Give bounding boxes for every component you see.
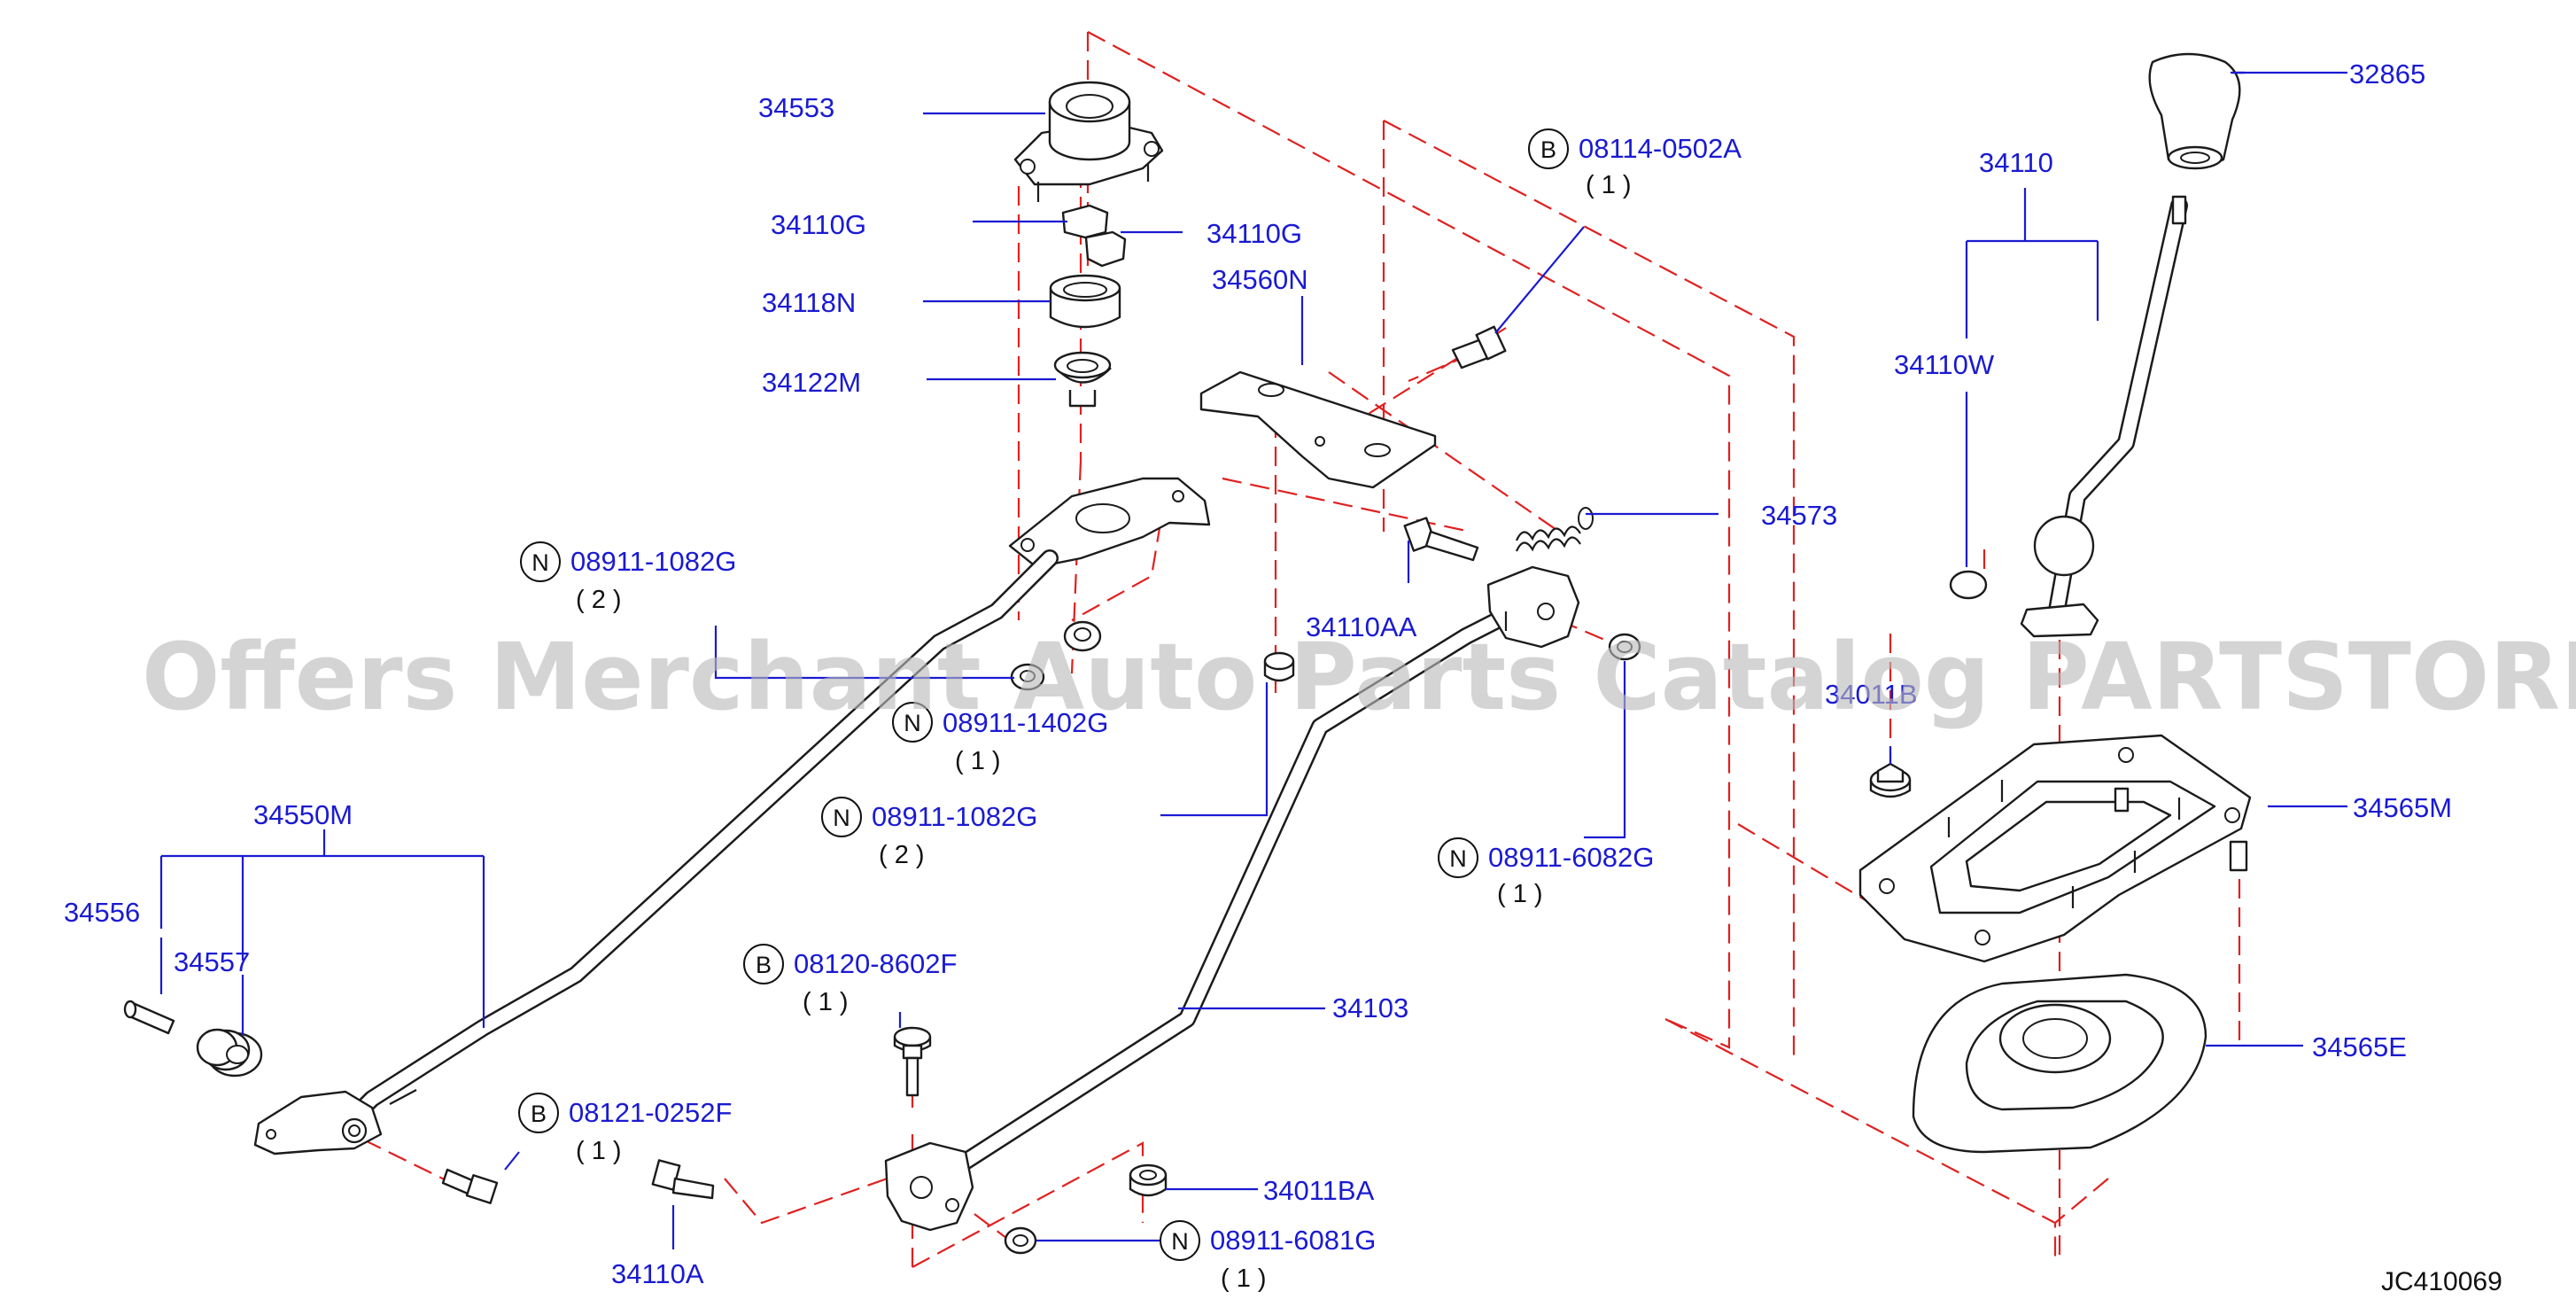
part-34103-lower-clevis	[884, 1141, 974, 1232]
part-34110G-clips	[1061, 204, 1127, 268]
symbol-nut-08911-1082G-a: N	[520, 541, 561, 582]
qty-08911-1082G-b: ( 2 )	[879, 841, 925, 869]
part-34557-bushing	[196, 1028, 263, 1078]
part-34560N-bracket	[1199, 370, 1437, 489]
label-34011B[interactable]: 34011B	[1825, 679, 1918, 710]
qty-08121-0252F: ( 1 )	[576, 1137, 622, 1165]
label-34118N[interactable]: 34118N	[762, 287, 856, 318]
part-34565E-boot	[1912, 973, 2207, 1154]
part-34565M-base	[1858, 734, 2252, 963]
part-34118N-bushing	[1049, 274, 1121, 329]
label-34557[interactable]: 34557	[174, 946, 250, 977]
qty-08911-1082G-a: ( 2 )	[576, 586, 622, 614]
svg-text:N: N	[904, 710, 921, 736]
part-32865-knob	[2148, 52, 2241, 170]
label-34103[interactable]: 34103	[1332, 992, 1408, 1023]
part-34110-lever-details	[1949, 195, 2187, 638]
svg-text:B: B	[531, 1101, 547, 1127]
part-08911-1082G-nut-b	[1263, 651, 1295, 682]
label-34550M[interactable]: 34550M	[253, 799, 353, 830]
part-34550M-clevis	[253, 1089, 417, 1155]
label-34565M[interactable]: 34565M	[2353, 792, 2452, 823]
label-34110W[interactable]: 34110W	[1894, 349, 1995, 380]
symbol-bolt-08114: B	[1528, 128, 1569, 169]
label-34122M[interactable]: 34122M	[762, 367, 861, 398]
label-08911-6082G[interactable]: 08911-6082G	[1488, 842, 1654, 873]
rod-34550M-inner	[347, 551, 1057, 1124]
svg-text:B: B	[1540, 136, 1556, 163]
watermark-text: Offers Merchant Auto Parts Catalog PARTS…	[142, 623, 2576, 731]
qty-08911-6082G: ( 1 )	[1497, 880, 1543, 908]
part-08120-bolt	[893, 1026, 932, 1097]
symbol-nut-08911-1402G: N	[892, 702, 933, 743]
symbol-nut-08911-1082G-b: N	[821, 797, 862, 837]
part-34011B-nut	[1869, 762, 1912, 798]
part-34011BA-nut	[1129, 1163, 1168, 1197]
part-34550M-upper-lever	[1008, 477, 1211, 569]
part-08911-6082G-nut	[1608, 633, 1641, 661]
label-34110G-right[interactable]: 34110G	[1207, 218, 1302, 249]
symbol-circles: B N N N N B B N	[518, 128, 1569, 1261]
svg-text:N: N	[531, 549, 549, 576]
symbol-bolt-08121: B	[518, 1093, 559, 1133]
qty-08911-1402G: ( 1 )	[955, 747, 1001, 775]
parts	[123, 52, 2252, 1255]
qty-08114-0502A: ( 1 )	[1586, 171, 1632, 199]
label-34553[interactable]: 34553	[758, 92, 834, 123]
part-34110AA-bolt	[1403, 517, 1479, 562]
label-34110G-left[interactable]: 34110G	[771, 209, 866, 240]
label-08911-1402G[interactable]: 08911-1402G	[943, 707, 1108, 738]
label-08114-0502A[interactable]: 08114-0502A	[1579, 133, 1742, 164]
label-08121-0252F[interactable]: 08121-0252F	[569, 1097, 732, 1128]
label-08911-1082G-a[interactable]: 08911-1082G	[570, 546, 736, 577]
part-08911-1402G-nut	[1063, 620, 1102, 652]
part-34110A-bolt	[651, 1159, 715, 1200]
rod-34103-inner	[932, 604, 1522, 1186]
symbol-bolt-08120: B	[743, 944, 784, 984]
label-34011BA[interactable]: 34011BA	[1263, 1175, 1375, 1206]
label-34110A[interactable]: 34110A	[611, 1258, 704, 1289]
part-34122M-seat	[1053, 351, 1112, 408]
symbol-nut-08911-6082G: N	[1438, 837, 1478, 878]
label-08911-6081G[interactable]: 08911-6081G	[1210, 1225, 1376, 1256]
part-labels: 34553 34110G 34110G 34118N 34122M 34560N…	[64, 58, 2452, 1293]
leader-lines	[159, 71, 2347, 1249]
svg-text:N: N	[1449, 845, 1467, 872]
part-34573-spring	[1515, 507, 1594, 552]
part-08911-6081G-nut	[1004, 1226, 1037, 1255]
label-34573[interactable]: 34573	[1761, 500, 1837, 531]
part-34556-pin	[123, 1000, 175, 1035]
label-08911-1082G-b[interactable]: 08911-1082G	[872, 801, 1037, 832]
label-08120-8602F[interactable]: 08120-8602F	[794, 948, 957, 979]
symbol-nut-08911-6081G: N	[1160, 1220, 1200, 1261]
qty-08911-6081G: ( 1 )	[1221, 1264, 1267, 1293]
label-32865[interactable]: 32865	[2349, 58, 2425, 89]
part-34553-mount	[1013, 81, 1164, 202]
diagram-code: JC410069	[2381, 1267, 2502, 1296]
label-34110[interactable]: 34110	[1979, 147, 2053, 178]
label-34560N[interactable]: 34560N	[1212, 264, 1308, 295]
svg-text:N: N	[1171, 1228, 1189, 1255]
svg-text:B: B	[756, 952, 772, 978]
part-34103-upper-clevis	[1486, 565, 1580, 649]
svg-text:N: N	[833, 805, 850, 831]
part-08114-bolt	[1451, 325, 1507, 370]
label-34565E[interactable]: 34565E	[2312, 1031, 2407, 1062]
label-34556[interactable]: 34556	[64, 897, 140, 928]
qty-08120-8602F: ( 1 )	[803, 988, 849, 1016]
label-34110AA[interactable]: 34110AA	[1306, 611, 1417, 642]
part-08121-bolt	[441, 1168, 499, 1204]
